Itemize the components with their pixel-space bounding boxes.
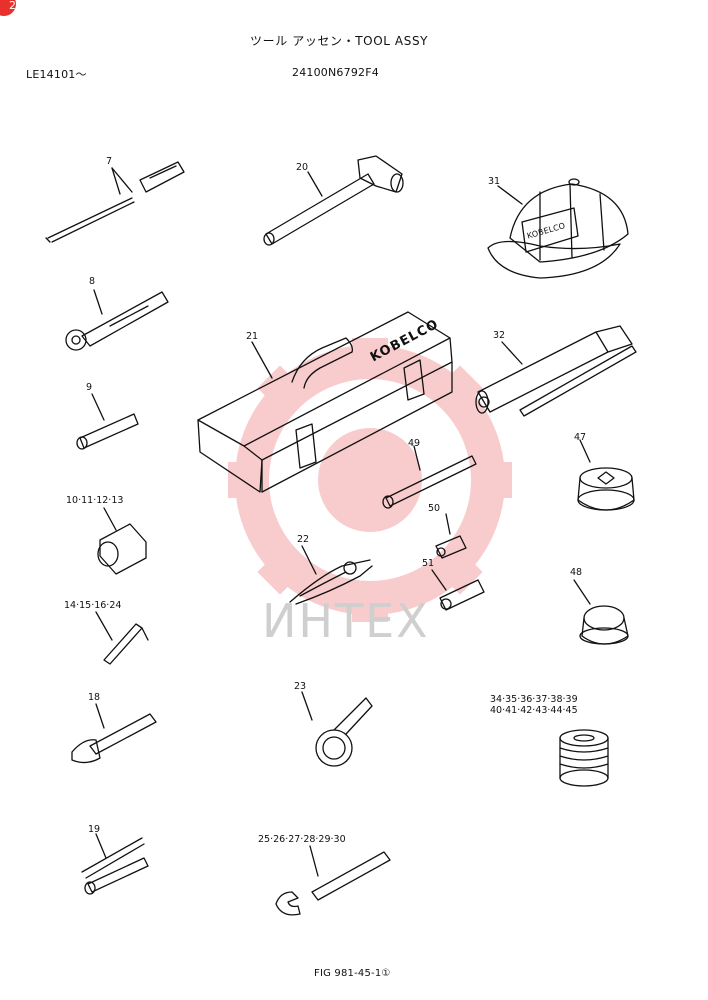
callout-31: 31 — [488, 176, 501, 187]
callout-8: 8 — [89, 276, 96, 287]
extension-bar-drawing — [76, 393, 139, 450]
callout-22: 22 — [297, 534, 310, 545]
adapter-drawing — [435, 513, 467, 559]
part-number: 24100N6792F4 — [292, 66, 379, 79]
tube-wrench-drawing — [81, 833, 149, 895]
callout-18: 18 — [88, 692, 101, 703]
filter-wrench-drawing — [301, 691, 373, 767]
grease-gun-drawing — [475, 325, 637, 417]
hex-key-drawing — [95, 611, 149, 665]
callout-9: 9 — [86, 382, 93, 393]
adjustable-wrench-drawing — [71, 703, 157, 764]
socket-drawing — [97, 507, 147, 575]
callout-48: 48 — [570, 567, 583, 578]
screwdriver-drawing — [45, 161, 185, 243]
callout-47: 47 — [574, 432, 587, 443]
callout-23: 23 — [294, 681, 307, 692]
long-extension-drawing — [382, 445, 477, 509]
callout-25-30: 25·26·27·28·29·30 — [258, 834, 346, 845]
callout-51: 51 — [422, 558, 435, 569]
callout-14-24: 14·15·16·24 — [64, 600, 122, 611]
callout-21: 21 — [246, 331, 259, 342]
universal-joint-drawing — [431, 569, 485, 611]
filter-cap-47-drawing — [577, 439, 635, 511]
toolbox-drawing — [197, 311, 453, 493]
callout-32: 32 — [493, 330, 506, 341]
callout-40-45: 40·41·42·43·44·45 — [490, 705, 578, 716]
figure-number: FIG 981-45-1① — [314, 968, 391, 979]
callout-7: 7 — [106, 156, 113, 167]
hammer-drawing — [263, 155, 404, 246]
spanner-drawing — [275, 845, 391, 916]
watermark-text: ИНТЕХ — [262, 594, 430, 648]
filter-cap-48-drawing — [573, 579, 629, 645]
page-title: ツール アッセン・TOOL ASSY — [250, 34, 429, 48]
pliers-drawing — [289, 545, 373, 605]
shim-stack-drawing — [559, 729, 609, 787]
callout-10-13: 10·11·12·13 — [66, 495, 124, 506]
ratchet-drawing — [65, 289, 169, 351]
callout-49: 49 — [408, 438, 421, 449]
callout-34-39: 34·35·36·37·38·39 — [490, 694, 578, 705]
callout-20: 20 — [296, 162, 309, 173]
serial-range: LE14101〜 — [26, 68, 87, 81]
callout-19: 19 — [88, 824, 101, 835]
page-badge: 2 — [0, 0, 16, 16]
cap-drawing — [487, 178, 629, 279]
callout-50: 50 — [428, 503, 441, 514]
